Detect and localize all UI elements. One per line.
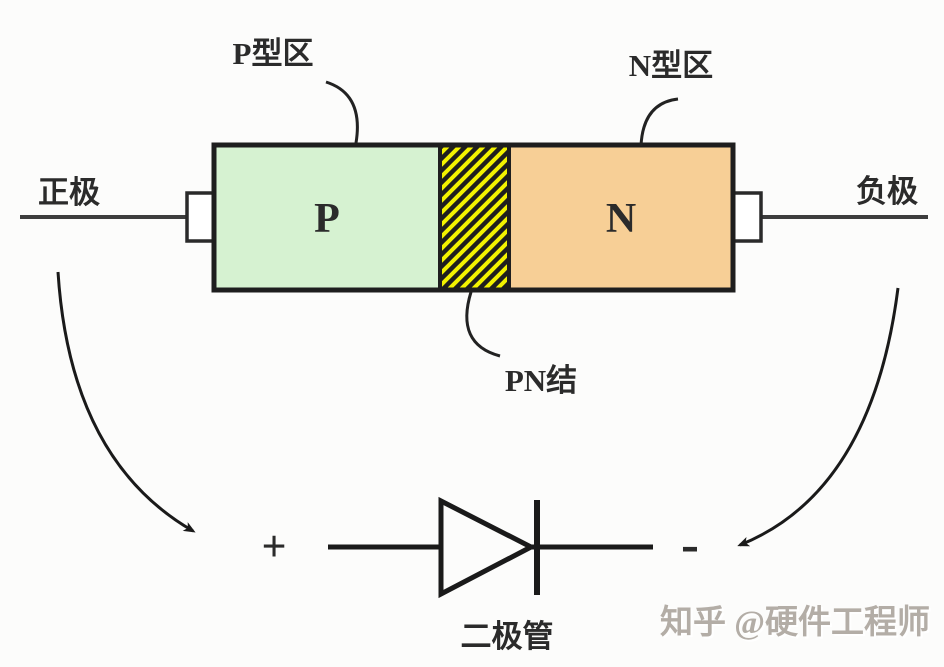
n-region-letter: N	[606, 196, 636, 242]
negative-terminal-label: 负极	[856, 174, 918, 209]
p-region-letter: P	[314, 196, 340, 242]
n-region-leader-curve	[639, 97, 679, 147]
n-region-annotation: N型区	[629, 48, 713, 83]
diode-symbol	[328, 496, 653, 599]
n-region	[509, 145, 733, 290]
p-region-leader-curve	[325, 80, 359, 144]
pn-junction-hatch	[440, 145, 509, 290]
positive-terminal-stub	[185, 191, 216, 243]
watermark: 知乎 @硬件工程师	[660, 604, 930, 641]
left-curved-arrow	[56, 271, 196, 533]
device-outline	[211, 142, 736, 293]
watermark-highlight: 知乎 @硬件工程师	[662, 606, 932, 643]
diode-triangle-anode	[438, 496, 537, 599]
pn-junction-annotation: PN结	[505, 363, 577, 398]
positive-terminal-label: 正极	[38, 175, 100, 210]
diode-annotation: 二极管	[461, 619, 554, 654]
minus-sign: -	[681, 514, 699, 574]
plus-sign: +	[261, 522, 286, 571]
p-region-annotation: P型区	[233, 36, 314, 71]
pn-junction-leader-curve	[465, 291, 501, 358]
right-curved-arrow	[737, 287, 900, 547]
negative-terminal-stub	[731, 191, 763, 243]
p-region	[214, 145, 440, 290]
